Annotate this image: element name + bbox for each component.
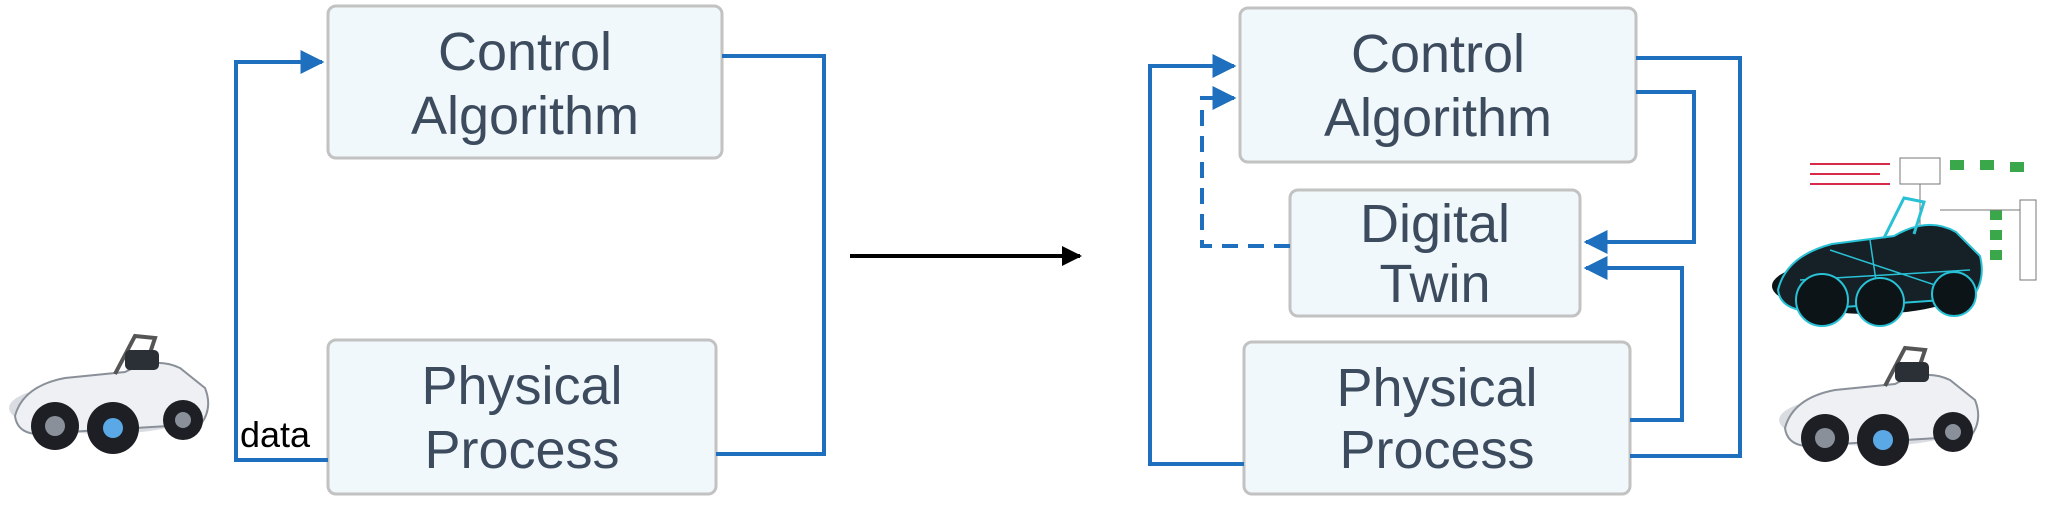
- right-control-line1: Control: [1351, 24, 1525, 84]
- left-data-arrow: [234, 50, 328, 462]
- left-physical-process-box: Physical Process: [326, 338, 718, 496]
- right-sensor-arrow: [1148, 54, 1244, 466]
- right-car-icon: [1779, 345, 1980, 466]
- left-data-label: data: [240, 414, 311, 455]
- right-twin-line1: Digital: [1360, 194, 1510, 254]
- right-physical-line2: Process: [1339, 420, 1534, 480]
- right-physical-line1: Physical: [1336, 358, 1537, 418]
- right-digital-twin-box: Digital Twin: [1288, 188, 1582, 318]
- left-car-icon: [9, 333, 210, 454]
- left-physical-line1: Physical: [421, 356, 622, 416]
- right-control-algorithm-box: Control Algorithm: [1238, 6, 1638, 164]
- right-twin-feedback-arrow: [1200, 86, 1290, 248]
- left-control-line1: Control: [438, 22, 612, 82]
- left-actuation-line: [716, 54, 826, 456]
- right-control-line2: Algorithm: [1324, 88, 1552, 148]
- right-twin-line2: Twin: [1379, 254, 1490, 314]
- digital-twin-wireframe-icon: [1772, 196, 1983, 327]
- left-control-algorithm-box: Control Algorithm: [326, 4, 724, 160]
- right-actuation-line: [1630, 56, 1742, 458]
- left-physical-line2: Process: [424, 420, 619, 480]
- left-control-line2: Algorithm: [411, 86, 639, 146]
- right-control-to-twin-arrow: [1583, 90, 1696, 254]
- right-physical-to-twin-arrow: [1583, 256, 1684, 422]
- right-physical-process-box: Physical Process: [1242, 340, 1632, 496]
